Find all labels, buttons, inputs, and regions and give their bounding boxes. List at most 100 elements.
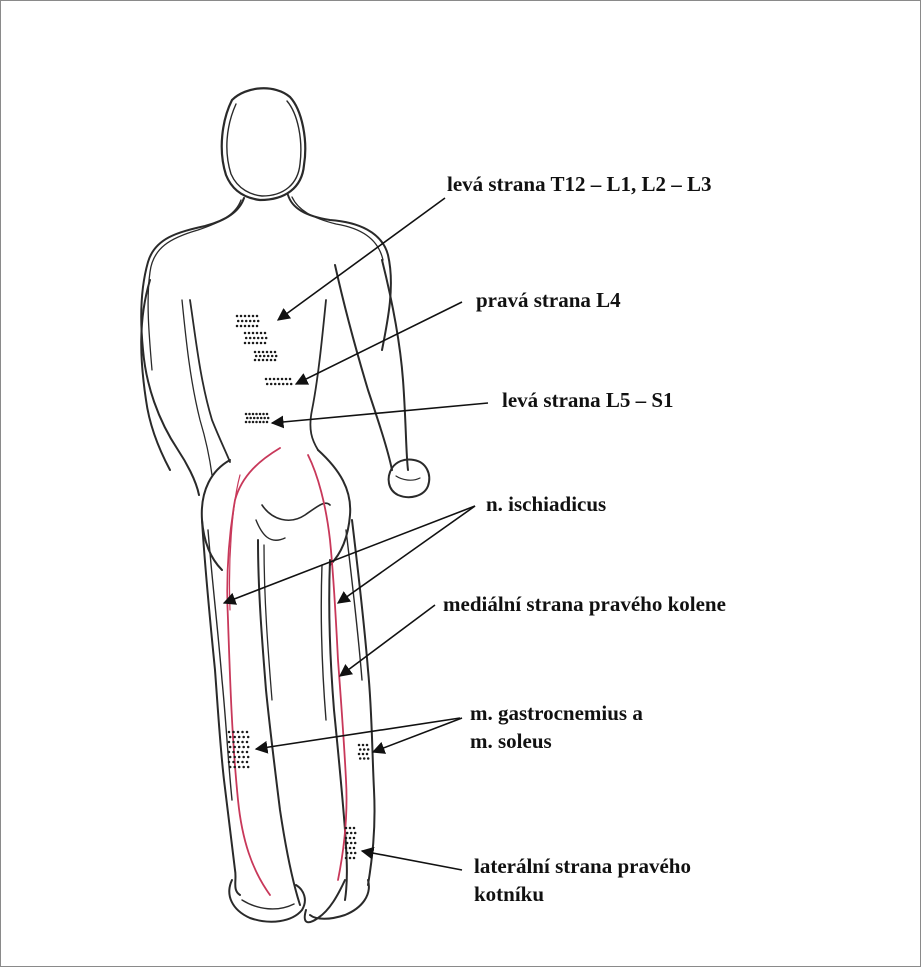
dot-patch-calf-right [358,744,370,760]
dot [274,383,277,386]
label-sciatic: n. ischiadicus [486,490,606,518]
sciatic-nerve-lines [227,448,346,895]
dot [241,731,244,734]
dot [282,383,285,386]
dot [245,320,248,323]
label-calf: m. gastrocnemius a m. soleus [470,699,643,756]
dot [238,756,241,759]
dot [366,744,369,747]
arrow-sciatic-right [338,506,475,603]
dot [255,355,258,358]
dot [247,756,250,759]
arrow-knee [340,605,435,676]
dot [245,337,248,340]
dot [248,413,251,416]
dot-patch-calf-left [228,731,250,769]
dot [229,756,232,759]
dot [267,417,270,420]
dot [246,741,249,744]
dot [232,761,235,764]
dot [229,736,232,739]
dot [252,421,255,424]
dot [346,842,349,845]
dot [358,753,361,756]
dot [240,315,243,318]
dot [237,320,240,323]
dot [259,355,262,358]
dot [238,746,241,749]
dot [270,383,273,386]
dot [256,332,259,335]
dot [249,417,252,420]
dot [229,766,232,769]
dot [266,421,269,424]
dot [233,746,236,749]
dot [359,748,362,751]
label-l4: pravá strana L4 [476,286,621,314]
dot [228,731,231,734]
dot [238,736,241,739]
label-thoracolumbar: levá strana T12 – L1, L2 – L3 [447,170,711,198]
dot [228,741,231,744]
dot [246,417,249,420]
dot [289,378,292,381]
dot [285,378,288,381]
dot [246,761,249,764]
dot [254,359,257,362]
dot [244,325,247,328]
dot [350,852,353,855]
dot [240,325,243,328]
dot [237,731,240,734]
dot [261,337,264,340]
dot [248,421,251,424]
dot [253,337,256,340]
dot [262,351,265,354]
dot [249,320,252,323]
dot [246,751,249,754]
dot [233,736,236,739]
dot-patch-l5-s1 [245,413,270,424]
label-knee: mediální strana pravého kolene [443,590,726,618]
dot [258,351,261,354]
dot [237,751,240,754]
dot [349,857,352,860]
dot [256,315,259,318]
dot [228,751,231,754]
dot [274,359,277,362]
dot [270,351,273,354]
body-outline [141,88,429,922]
dot [256,417,259,420]
dot [266,351,269,354]
dot [266,413,269,416]
dot [367,748,370,751]
dot [367,757,370,760]
dot [232,751,235,754]
dot [259,421,262,424]
dot [244,342,247,345]
dot-patches [228,315,370,860]
dot [349,837,352,840]
dot [248,342,251,345]
dot [267,355,270,358]
arrow-thoracolumbar [278,198,445,320]
dot [260,342,263,345]
dot [232,741,235,744]
label-ankle-line1: laterální strana pravého [474,852,691,880]
dot [232,731,235,734]
dot [271,355,274,358]
dot [346,852,349,855]
dot [248,325,251,328]
dot [258,359,261,362]
dot [244,315,247,318]
dot [242,756,245,759]
dot [359,757,362,760]
dot [246,731,249,734]
dot-patch-t12-l1 [236,315,260,328]
dot [262,421,265,424]
dot [366,753,369,756]
dot [241,320,244,323]
dot [345,837,348,840]
nerve-right-leg [308,455,347,880]
dot [345,847,348,850]
dot [256,325,259,328]
